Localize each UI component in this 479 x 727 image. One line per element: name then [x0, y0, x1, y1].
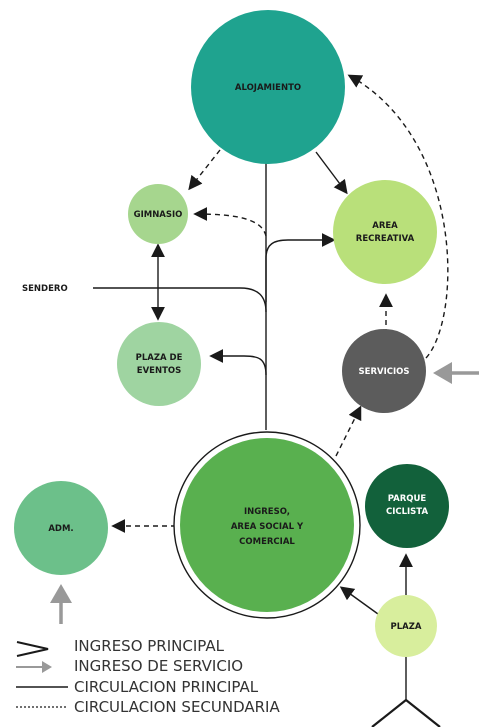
main-entry-left-stroke [371, 699, 407, 727]
secondary-ingreso-to-servicios [335, 405, 362, 457]
legend-ingreso-servicio-label: INGRESO DE SERVICIO [74, 657, 243, 675]
gimnasio-circle [128, 184, 188, 244]
legend-ingreso-principal: INGRESO PRINCIPAL [16, 637, 225, 657]
service-entry-arrow-adm-head [50, 584, 72, 603]
ingreso-label-line2: AREA SOCIAL Y [231, 522, 304, 532]
ingreso-label-line1: INGRESO, [244, 507, 290, 517]
secondary-trunk-to-gimnasio [193, 207, 267, 237]
plaza-eventos-label-line1: PLAZA DE [136, 353, 183, 363]
sendero-label: SENDERO [22, 284, 68, 294]
legend-circulacion-secundaria-label: CIRCULACION SECUNDARIA [74, 698, 280, 716]
node-parque-ciclista: PARQUE CICLISTA [365, 464, 449, 548]
parque-ciclista-circle [365, 464, 449, 548]
node-area-recreativa: AREA RECREATIVA [333, 180, 437, 284]
main-entry-right-stroke [405, 699, 441, 727]
legend-circulacion-secundaria: CIRCULACION SECUNDARIA [16, 698, 280, 716]
alojamiento-circle [191, 10, 345, 164]
ingreso-label-line3: COMERCIAL [239, 537, 295, 547]
service-entry-arrow-servicios [433, 362, 479, 384]
plaza-label: PLAZA [391, 622, 422, 632]
service-entry-arrow-servicios-head [433, 362, 452, 384]
node-servicios: SERVICIOS [342, 329, 426, 413]
node-plaza-eventos: PLAZA DE EVENTOS [117, 322, 201, 406]
legend-ingreso-principal-label: INGRESO PRINCIPAL [74, 637, 225, 655]
node-gimnasio: GIMNASIO [128, 184, 188, 244]
node-adm: ADM. [14, 481, 108, 575]
parque-ciclista-label-line1: PARQUE [388, 494, 427, 504]
service-entry-arrow-adm [50, 584, 72, 624]
legend-ingreso-servicio: INGRESO DE SERVICIO [16, 657, 243, 675]
gimnasio-label: GIMNASIO [134, 210, 183, 220]
parque-ciclista-label-line2: CICLISTA [386, 507, 428, 517]
plaza-eventos-circle [117, 322, 201, 406]
secondary-alojamiento-to-gimnasio [188, 149, 221, 191]
secondary-servicios-to-alojamiento [347, 74, 449, 359]
sendero-line [93, 287, 267, 313]
main-circulation-to-plaza-eventos [209, 349, 267, 376]
adm-label: ADM. [48, 524, 73, 534]
node-plaza: PLAZA [375, 595, 437, 657]
main-entry-legend-icon [16, 641, 49, 657]
legend-circulacion-principal: CIRCULACION PRINCIPAL [16, 678, 259, 696]
plaza-eventos-label-line2: EVENTOS [137, 366, 181, 376]
servicios-label: SERVICIOS [359, 367, 410, 377]
servicios-circle [342, 329, 426, 413]
service-entry-legend-arrowhead [42, 661, 52, 673]
node-ingreso: INGRESO, AREA SOCIAL Y COMERCIAL [173, 431, 361, 619]
main-alojamiento-to-area-recreativa [315, 151, 348, 195]
legend-circulacion-principal-label: CIRCULACION PRINCIPAL [74, 678, 259, 696]
ingreso-circle [180, 438, 354, 612]
node-alojamiento: ALOJAMIENTO [191, 10, 345, 164]
main-entry-symbol [371, 699, 441, 727]
plaza-circle [375, 595, 437, 657]
main-plaza-to-ingreso [339, 586, 379, 615]
area-recreativa-label-line2: RECREATIVA [356, 234, 415, 244]
main-circulation-to-area-recreativa [265, 233, 336, 302]
alojamiento-label: ALOJAMIENTO [235, 83, 301, 93]
area-recreativa-circle [333, 180, 437, 284]
legend: INGRESO PRINCIPAL INGRESO DE SERVICIO CI… [16, 637, 280, 716]
adm-circle [14, 481, 108, 575]
area-recreativa-label-line1: AREA [372, 221, 398, 231]
